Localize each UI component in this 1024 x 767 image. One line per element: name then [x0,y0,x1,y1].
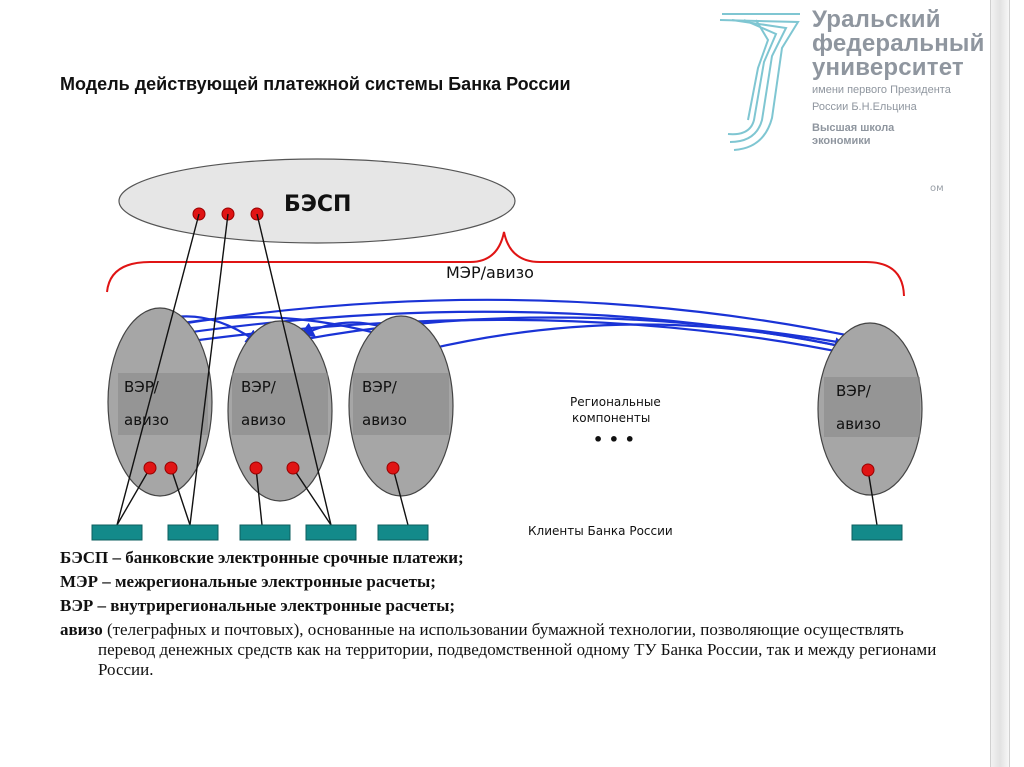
ver-label-4a: ВЭР/ [836,382,872,400]
regional-label-2: компоненты [572,411,650,425]
legend-row-besp: БЭСП – банковские электронные срочные пл… [60,548,464,567]
besp-link-1 [116,213,200,526]
ver-label-2a: ВЭР/ [241,378,277,396]
client-box-1 [91,524,143,541]
page-title: Модель действующей платежной системы Бан… [60,74,571,94]
client-box-6 [851,524,903,541]
ver2-port-1 [249,461,263,475]
mer-brace [106,231,905,297]
ver2-port-2 [286,461,300,475]
besp-link-3 [256,213,332,526]
ver4-port-1 [861,463,875,477]
client-box-2 [167,524,219,541]
clients-label: Клиенты Банка России [528,524,673,538]
ver-label-1b: авизо [124,411,169,429]
ver-label-3b: авизо [362,411,407,429]
client-box-4 [305,524,357,541]
ver-label-3a: ВЭР/ [362,378,398,396]
ver1-port-1 [143,461,157,475]
besp-link-2 [189,213,229,526]
logo-line-1: Уральский [812,6,941,33]
mer-link-3-4 [423,323,850,355]
mer-label: МЭР/авизо [446,263,534,282]
besp-node [118,158,516,244]
legend-row-ver: ВЭР – внутрирегиональные электронные рас… [60,596,456,615]
ver3-port-1 [386,461,400,475]
logo-line-2: федеральный [812,30,985,57]
legend-row-mer: МЭР – межрегиональные электронные расчет… [60,572,436,591]
logo-sub-2: России Б.Н.Ельцина [812,101,917,113]
university-logo-icon [719,13,800,151]
regional-label-1: Региональные [570,395,661,409]
client-box-5 [377,524,429,541]
logo-school-2: экономики [812,135,871,147]
legend-row-avizo: авизо (телеграфных и почтовых), основанн… [60,620,937,679]
ver1-port-2 [164,461,178,475]
ellipsis-dots: • • • [593,430,635,449]
university-name: Уральский федеральный университет имени … [812,8,985,148]
logo-school-1: Высшая школа [812,122,895,134]
slide-edge-strip [990,0,1010,767]
legend: БЭСП – банковские электронные срочные пл… [60,548,940,684]
besp-label: БЭСП [284,192,351,217]
ver-label-2b: авизо [241,411,286,429]
ver-label-4b: авизо [836,415,881,433]
logo-line-3: университет [812,54,964,81]
logo-sub-1: имени первого Президента [812,84,951,96]
logo-fragment: ом [930,183,944,194]
ver-label-1a: ВЭР/ [124,378,160,396]
client-box-3 [239,524,291,541]
